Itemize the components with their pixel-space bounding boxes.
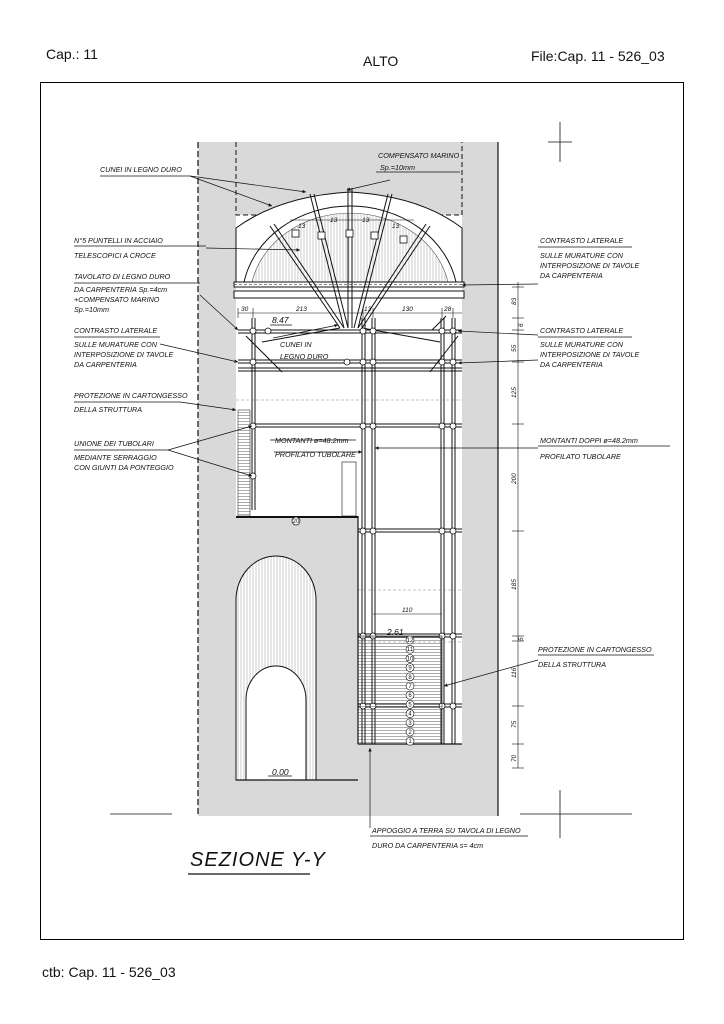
step-marker [405, 644, 415, 654]
label-montanti-2: PROFILATO TUBOLARE [275, 450, 356, 459]
step-number: 4 [408, 712, 412, 718]
label-cunei-mid-2: LEGNO DURO [280, 352, 329, 361]
label-contrasto-left-2: SULLE MURATURE CON [74, 340, 158, 349]
label-tavolato-1: TAVOLATO DI LEGNO DURO [74, 272, 171, 281]
section-title: SEZIONE Y-Y [190, 849, 327, 871]
arch-dim: 13 [298, 223, 306, 230]
arch-dim: 13 [330, 217, 338, 224]
vdim: 5 [518, 637, 525, 641]
label-contrasto-right-2: SULLE MURATURE CON [540, 251, 624, 260]
step-marker [405, 635, 415, 645]
label-tavolato-3: +COMPENSATO MARINO [74, 295, 160, 304]
label-montanti-doppi-2: PROFILATO TUBOLARE [540, 452, 621, 461]
dim-b: 213 [295, 306, 307, 313]
label-protezione-right-1: PROTEZIONE IN CARTONGESSO [538, 645, 652, 654]
chapter-label: Cap.: 11 [46, 46, 98, 62]
view-label: ALTO [363, 53, 399, 69]
step-marker [405, 700, 415, 709]
label-contrasto-left-3: INTERPOSIZIONE DI TAVOLE [74, 350, 174, 359]
step-number: 11 [407, 647, 414, 653]
step-number: 10 [407, 656, 414, 662]
floor-right [358, 744, 462, 816]
step-marker [405, 663, 415, 672]
label-compensato-1: COMPENSATO MARINO [378, 151, 460, 160]
vdim: 83 [511, 297, 518, 305]
step-marker [405, 654, 415, 663]
label-contrasto-right-1: CONTRASTO LATERALE [540, 236, 623, 245]
label-contrasto-left-1: CONTRASTO LATERALE [74, 326, 157, 335]
arch-opening [236, 142, 462, 215]
vdim: 75 [511, 720, 518, 728]
dim-c: 13 [364, 306, 372, 313]
level-mid: 2.61 [386, 627, 404, 637]
label-puntelli-2: TELESCOPICI A CROCE [74, 251, 156, 260]
step-marker [405, 681, 415, 691]
label-cunei-mid-1: CUNEI IN [280, 340, 312, 349]
vdim: 200 [511, 473, 518, 485]
label-unione-1: UNIONE DEI TUBOLARI [74, 439, 154, 448]
vdim: 55 [511, 344, 518, 352]
label-protezione-left-2: DELLA STRUTTURA [74, 405, 142, 414]
step-number: 2 [408, 730, 412, 736]
step-marker [405, 690, 415, 700]
label-montanti-doppi-1: MONTANTI DOPPI ø=48.2mm [540, 436, 638, 445]
label-cunei-top: CUNEI IN LEGNO DURO [100, 165, 182, 174]
level-upper: 8.47 [272, 315, 289, 325]
step-marker [405, 709, 415, 718]
wall-left-lower [198, 516, 236, 816]
level-ground: 0.00 [272, 767, 289, 777]
label-contrasto-right2-4: DA CARPENTERIA [540, 360, 603, 369]
arch-dim: 13 [362, 217, 370, 224]
dim-a: 30 [241, 306, 249, 313]
arch-dim: 13 [392, 223, 400, 230]
drawing-frame [40, 82, 684, 940]
label-contrasto-left-4: DA CARPENTERIA [74, 360, 137, 369]
label-contrasto-right-4: DA CARPENTERIA [540, 271, 603, 280]
label-appoggio-2: DURO DA CARPENTERIA s= 4cm [372, 841, 483, 850]
label-appoggio-1: APPOGGIO A TERRA SU TAVOLA DI LEGNO [371, 826, 521, 835]
step-number: 1 [408, 739, 412, 745]
dim-e: 28 [443, 306, 452, 313]
step-number: 8 [408, 675, 412, 681]
footer-ctb-label: ctb: Cap. 11 - 526_03 [42, 964, 176, 980]
step-marker [405, 672, 415, 682]
label-montanti-1: MONTANTI ø=48.2mm [275, 436, 349, 445]
dim-f: 110 [402, 607, 413, 614]
vdim: 116 [511, 667, 518, 678]
label-puntelli-1: N°5 PUNTELLI IN ACCIAIO [74, 236, 163, 245]
room-marker: 20 [293, 519, 300, 525]
step-markers: 12 11 10 9 8 7 6 5 4 3 2 1 [405, 635, 415, 746]
file-label: File:Cap. 11 - 526_03 [531, 48, 665, 64]
level-markers: 8.47 2.61 0.00 [270, 315, 408, 777]
label-contrasto-right2-1: CONTRASTO LATERALE [540, 326, 623, 335]
vdim: 185 [511, 579, 518, 590]
step-marker [405, 718, 415, 728]
step-marker [405, 736, 415, 746]
arch-clamps [291, 229, 408, 244]
label-tavolato-4: Sp.=10mm [74, 305, 109, 314]
vdim: 6 [518, 323, 525, 327]
label-contrasto-right2-3: INTERPOSIZIONE DI TAVOLE [540, 350, 640, 359]
step-number: 12 [407, 638, 414, 644]
label-contrasto-right2-2: SULLE MURATURE CON [540, 340, 624, 349]
step-marker [405, 727, 415, 737]
label-unione-3: CON GIUNTI DA PONTEGGIO [74, 463, 174, 472]
step-number: 7 [408, 684, 412, 690]
label-tavolato-2: DA CARPENTERIA Sp.=4cm [74, 285, 167, 294]
step-number: 5 [408, 702, 412, 708]
label-compensato-2: Sp.=10mm [380, 163, 415, 172]
vdim: 70 [511, 754, 518, 762]
label-protezione-right-2: DELLA STRUTTURA [538, 660, 606, 669]
vdim: 125 [511, 387, 518, 398]
label-protezione-left-1: PROTEZIONE IN CARTONGESSO [74, 391, 188, 400]
label-contrasto-right-3: INTERPOSIZIONE DI TAVOLE [540, 261, 640, 270]
wall-right [462, 142, 498, 816]
dim-d: 130 [402, 306, 413, 313]
step-number: 9 [408, 666, 412, 672]
label-unione-2: MEDIANTE SERRAGGIO [74, 453, 157, 462]
step-number: 6 [408, 693, 412, 699]
step-number: 3 [408, 721, 412, 727]
